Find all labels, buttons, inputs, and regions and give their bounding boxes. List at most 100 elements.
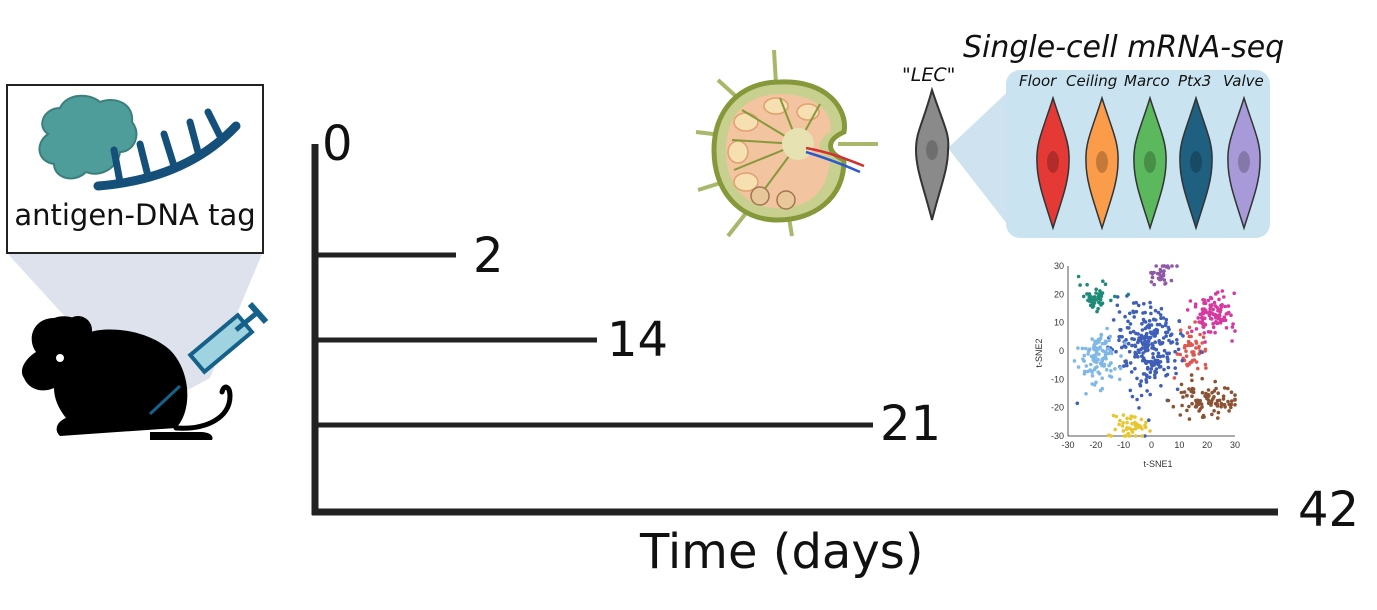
tsne-point-cluster-3: [1186, 339, 1191, 344]
tsne-point-cluster-5: [1096, 370, 1100, 374]
cell-type-label-valve: Valve: [1223, 72, 1264, 90]
tsne-point-cluster-7: [1113, 427, 1117, 432]
tsne-point-cluster-1: [1175, 264, 1179, 268]
tsne-point-cluster-4: [1120, 335, 1124, 339]
tsne-point-cluster-4: [1142, 346, 1147, 350]
tsne-point-cluster-2: [1219, 317, 1224, 322]
tsne-point-cluster-5: [1082, 369, 1087, 374]
tsne-point-cluster-4: [1153, 361, 1157, 365]
tsne-point-cluster-2: [1202, 331, 1206, 335]
tsne-point-cluster-3: [1184, 354, 1189, 358]
day-label-14: 14: [607, 312, 669, 368]
callout-cone: [8, 254, 262, 410]
tsne-point-cluster-6: [1178, 413, 1183, 417]
tsne-point-cluster-2: [1220, 289, 1225, 293]
tsne-point-cluster-4: [1166, 359, 1170, 364]
tsne-point-cluster-4: [1144, 377, 1148, 382]
tsne-point-cluster-6: [1217, 398, 1222, 403]
tsne-point-cluster-6: [1196, 402, 1201, 407]
tsne-point-cluster-4: [1154, 370, 1159, 375]
tsne-point-cluster-4: [1156, 351, 1161, 356]
tsne-point-cluster-6: [1206, 398, 1211, 403]
tsne-point-cluster-5: [1107, 338, 1111, 343]
tsne-point-cluster-4: [1148, 300, 1152, 305]
tsne-point-cluster-2: [1203, 340, 1207, 344]
tsne-point-cluster-4: [1126, 341, 1131, 346]
day-label-0: 0: [322, 116, 353, 172]
tsne-point-cluster-4: [1166, 365, 1171, 370]
lymph-node-illustration: [695, 49, 878, 238]
tsne-point-cluster-6: [1185, 408, 1189, 413]
tsne-point-cluster-2: [1202, 301, 1206, 306]
tsne-point-cluster-6: [1200, 390, 1205, 395]
tsne-point-cluster-5: [1102, 362, 1107, 367]
tsne-point-cluster-5: [1085, 369, 1090, 374]
tsne-point-cluster-3: [1194, 346, 1198, 350]
tsne-point-cluster-4: [1173, 359, 1177, 363]
tsne-point-cluster-3: [1191, 353, 1195, 357]
tsne-y-tick: 20: [1054, 289, 1064, 299]
tsne-point-cluster-4: [1133, 344, 1138, 349]
tsne-point-cluster-7: [1107, 433, 1111, 437]
tsne-point-cluster-6: [1227, 402, 1231, 407]
cell-type-label-marco: Marco: [1124, 72, 1170, 90]
tsne-point-cluster-7: [1143, 423, 1147, 428]
tsne-point-cluster-4: [1143, 326, 1148, 331]
tsne-point-cluster-2: [1216, 308, 1220, 313]
tsne-point-cluster-4: [1148, 370, 1153, 375]
tsne-point-cluster-4: [1152, 346, 1156, 351]
tsne-point-cluster-2: [1222, 315, 1227, 319]
tsne-ylabel: t-SNE2: [1034, 338, 1044, 367]
tsne-point-cluster-3: [1172, 376, 1177, 380]
tsne-point-cluster-4: [1156, 362, 1160, 367]
tsne-point-cluster-4: [1130, 343, 1134, 348]
tsne-point-cluster-6: [1185, 393, 1189, 398]
tsne-point-cluster-6: [1227, 409, 1231, 413]
tsne-point-cluster-2: [1226, 304, 1231, 308]
tsne-point-cluster-1: [1162, 278, 1167, 282]
tsne-point-cluster-4: [1111, 318, 1116, 322]
tsne-point-cluster-4: [1158, 313, 1163, 317]
cell-nucleus-ptx3: [1190, 151, 1202, 173]
tsne-point-cluster-4: [1175, 341, 1179, 346]
tsne-point-cluster-5: [1090, 370, 1094, 374]
tsne-point-cluster-4: [1174, 371, 1178, 376]
tsne-point-cluster-4: [1132, 315, 1136, 319]
tsne-point-cluster-2: [1207, 313, 1212, 317]
tsne-point-cluster-7: [1133, 423, 1138, 428]
tsne-point-cluster-5: [1113, 367, 1117, 371]
tsne-point-cluster-6: [1190, 386, 1195, 391]
tsne-point-cluster-2: [1230, 325, 1235, 329]
tsne-point-cluster-4: [1117, 335, 1121, 339]
tsne-point-cluster-1: [1150, 275, 1155, 280]
tsne-point-cluster-6: [1194, 405, 1199, 409]
tsne-point-cluster-4: [1148, 305, 1153, 309]
day-label-21: 21: [880, 396, 942, 452]
tsne-point-cluster-7: [1120, 424, 1125, 428]
tsne-point-cluster-7: [1125, 433, 1129, 438]
tsne-point-cluster-4: [1156, 354, 1160, 359]
tsne-point-cluster-0: [1095, 309, 1099, 314]
day-label-42: 42: [1298, 482, 1360, 538]
tsne-point-cluster-7: [1133, 434, 1138, 438]
tsne-point-cluster-2: [1208, 307, 1212, 311]
tsne-point-cluster-4: [1117, 338, 1121, 343]
tsne-point-cluster-6: [1190, 401, 1194, 406]
tsne-point-cluster-2: [1215, 321, 1219, 326]
tsne-point-cluster-4: [1131, 310, 1136, 315]
tsne-point-cluster-4: [1164, 373, 1168, 378]
scrnaseq-title: Single-cell mRNA-seq: [963, 30, 1285, 65]
tsne-x-tick: -30: [1061, 440, 1074, 450]
tsne-point-cluster-6: [1219, 401, 1224, 406]
tsne-point-cluster-4: [1165, 355, 1169, 359]
tsne-point-cluster-3: [1182, 345, 1187, 350]
tsne-point-cluster-6: [1166, 398, 1171, 403]
tsne-point-cluster-4: [1151, 343, 1155, 348]
tsne-point-cluster-7: [1121, 413, 1126, 417]
tsne-point-cluster-0: [1099, 292, 1104, 296]
tsne-point-cluster-4: [1128, 322, 1133, 326]
tsne-point-cluster-7: [1137, 423, 1141, 428]
tsne-point-cluster-4: [1126, 319, 1130, 324]
tsne-x-tick: -10: [1117, 440, 1130, 450]
tsne-point-cluster-5: [1092, 343, 1096, 347]
